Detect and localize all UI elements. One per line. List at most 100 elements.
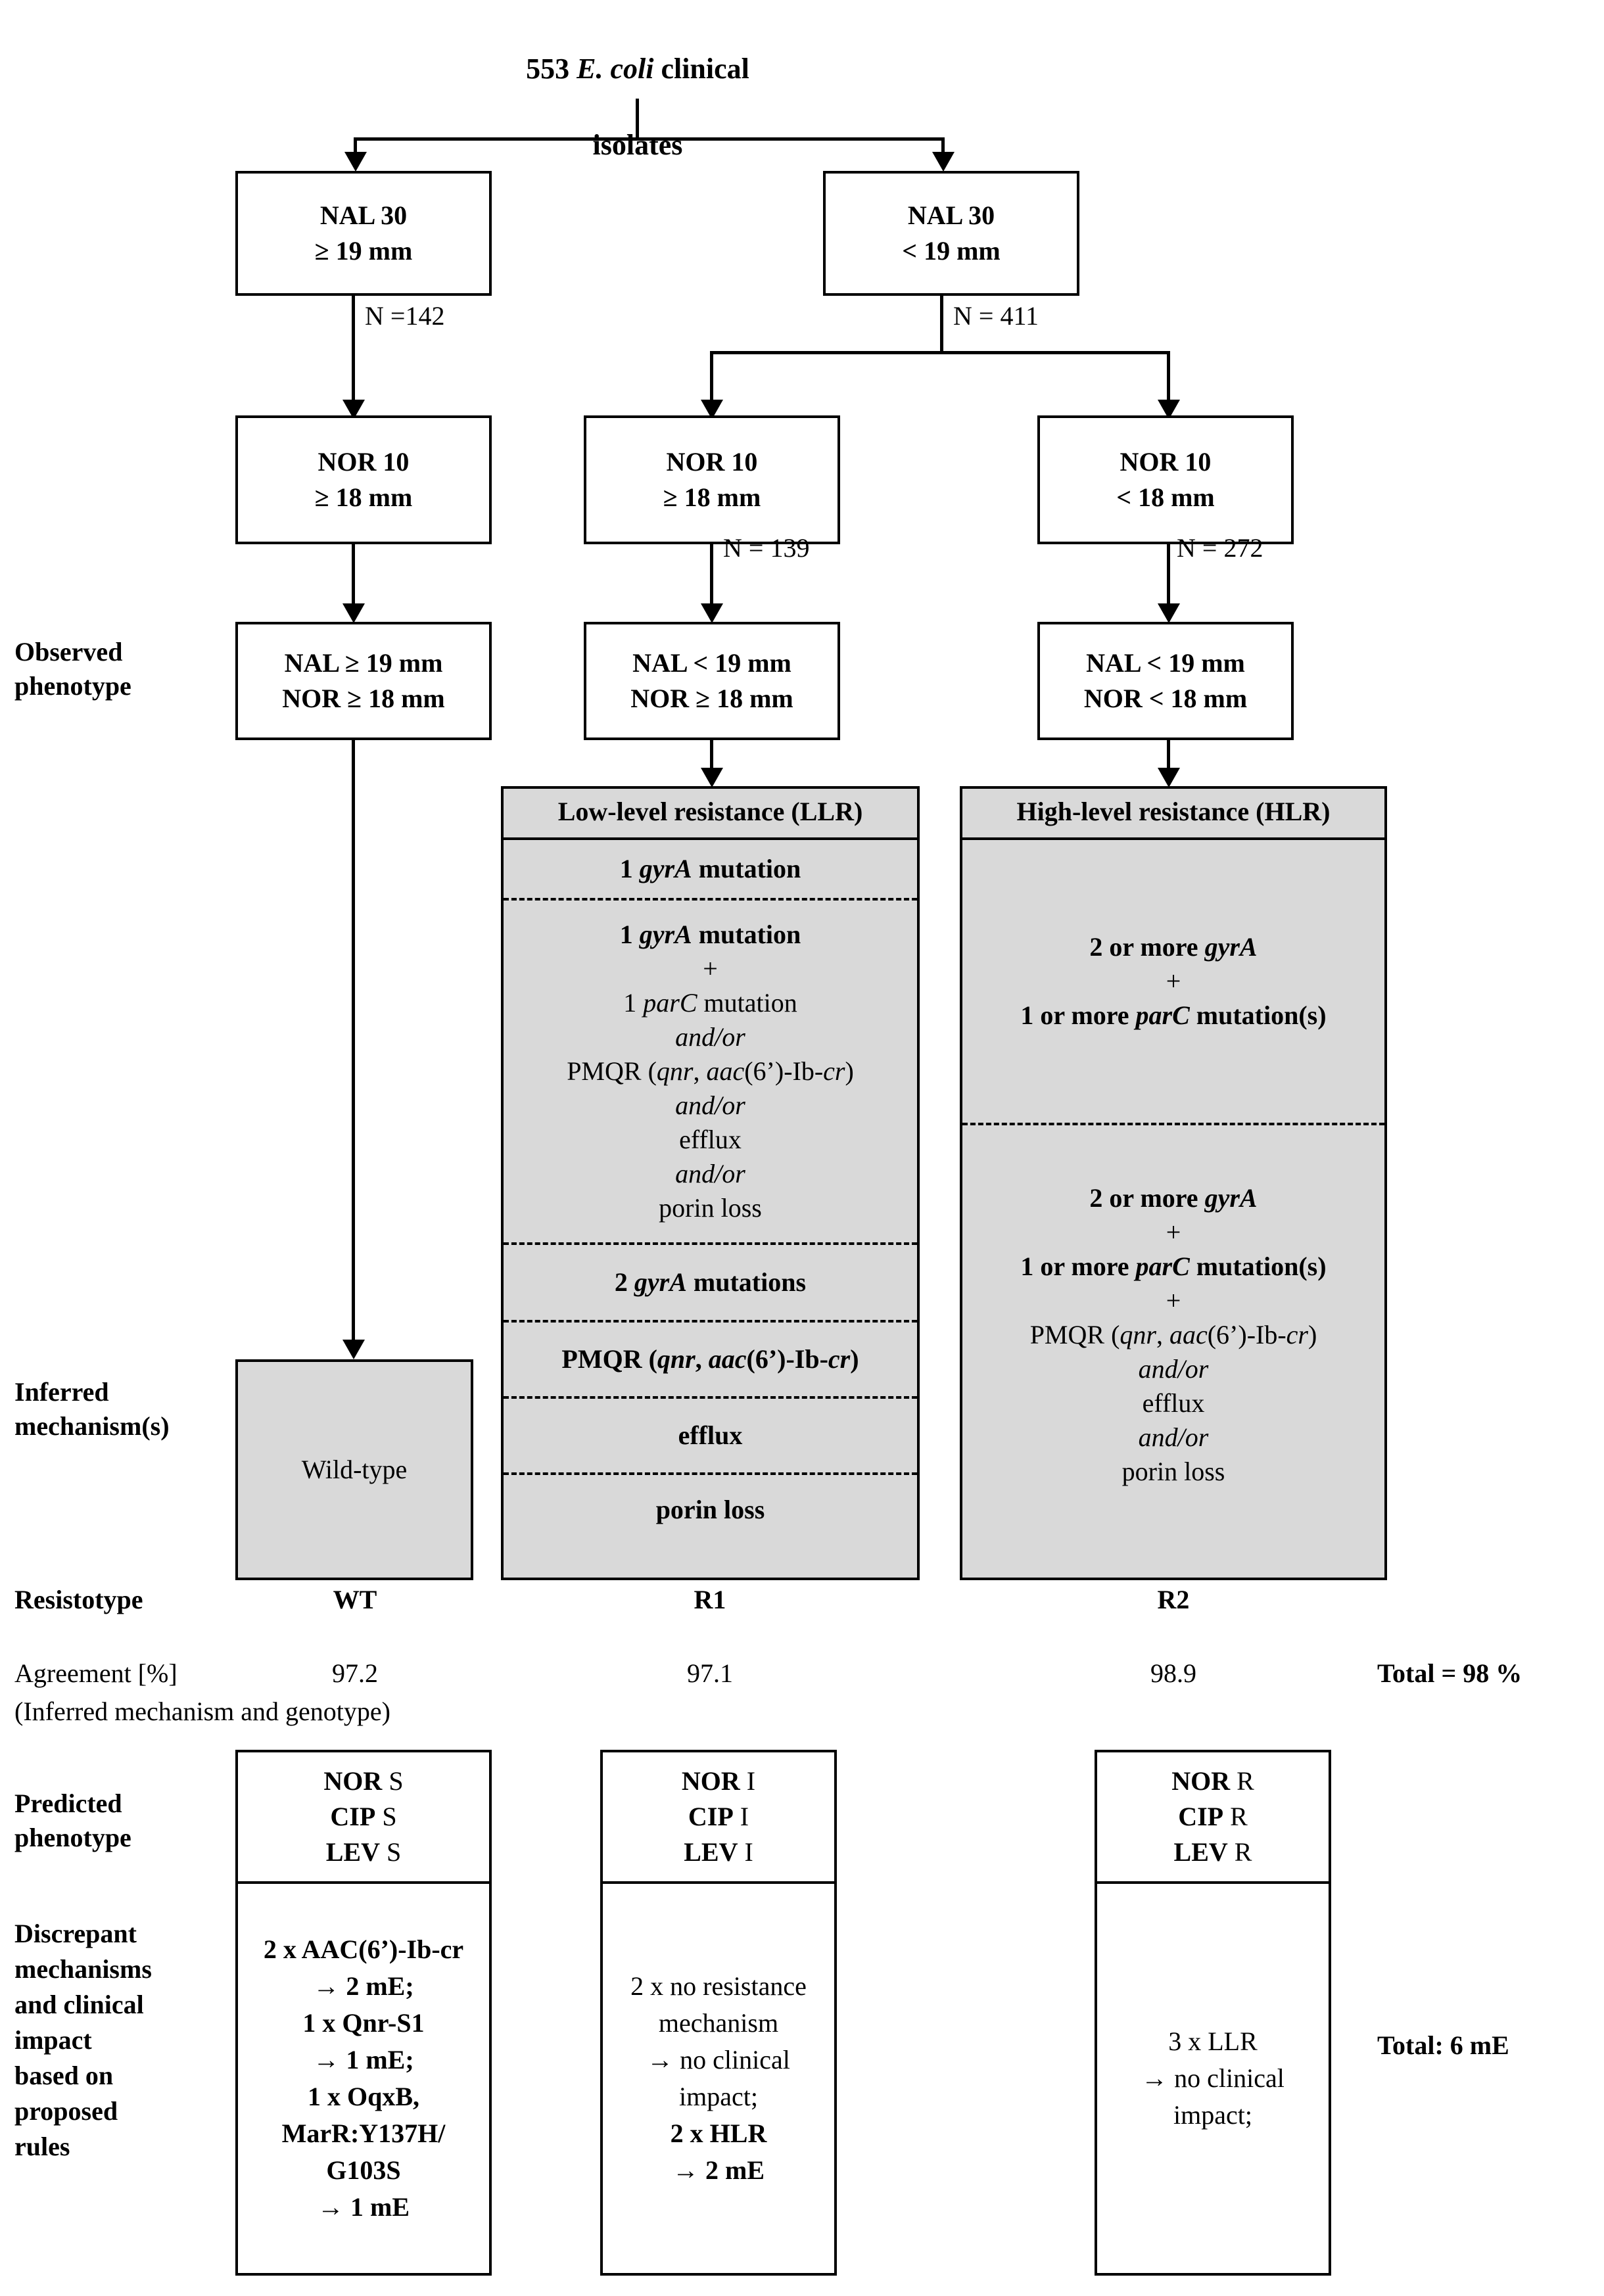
observed-box-1[interactable]: NAL ≥ 19 mm NOR ≥ 18 mm — [235, 622, 492, 740]
discrepant-wt-l1: 2 x AAC(6’)-Ib-cr — [263, 1934, 464, 1964]
row-label-agreement: Agreement [%] — [14, 1658, 177, 1688]
pp-r1-lev-drug: LEV — [684, 1837, 738, 1867]
predicted-phenotype-wt: NOR S CIP S LEV S — [238, 1752, 489, 1884]
hlr-seg2-efflux: efflux — [1142, 1388, 1205, 1418]
hlr-segment-1: 2 or more gyrA + 1 or more parC mutation… — [962, 840, 1384, 1123]
hlr-seg2-andor-1: and/or — [1138, 1354, 1209, 1384]
hlr-seg1-gyra: 2 or more gyrA — [1089, 932, 1258, 962]
title-line1: 553 E. coli clinical — [526, 53, 749, 85]
nor-2-drug: NOR 10 — [666, 447, 758, 477]
llr-seg2-porin: porin loss — [659, 1193, 762, 1223]
pp-r2-cip-val: R — [1230, 1802, 1248, 1831]
observed-2-nor: NOR ≥ 18 mm — [630, 684, 793, 713]
connector-observed3-down — [1167, 740, 1170, 774]
nal-box-left[interactable]: NAL 30 ≥ 19 mm — [235, 171, 492, 296]
hlr-seg2-plus-1: + — [1166, 1217, 1181, 1247]
nor-box-1[interactable]: NOR 10 ≥ 18 mm — [235, 415, 492, 544]
connector-nor1-down — [352, 544, 355, 610]
llr-seg1-line1: 1 gyrA mutation — [619, 854, 801, 883]
connector-nor-split-left — [710, 351, 713, 406]
agreement-r1: 97.1 — [687, 1658, 733, 1688]
hlr-seg2-parc: 1 or more parC mutation(s) — [1020, 1252, 1327, 1281]
pp-r2-cip-drug: CIP — [1178, 1802, 1224, 1831]
nor-box-3[interactable]: NOR 10 < 18 mm — [1037, 415, 1294, 544]
pp-r2-nor-drug: NOR — [1171, 1766, 1231, 1796]
hlr-seg2-porin: porin loss — [1121, 1457, 1225, 1486]
observed-3-nor: NOR < 18 mm — [1083, 684, 1248, 713]
llr-seg2-line1: 1 gyrA mutation — [619, 920, 801, 949]
wildtype-box[interactable]: Wild-type — [235, 1359, 473, 1580]
llr-seg2-parc: 1 parC mutation — [623, 988, 797, 1018]
pp-r1-nor-drug: NOR — [681, 1766, 740, 1796]
edge-label-n272: N = 272 — [1177, 533, 1263, 563]
hlr-header: High-level resistance (HLR) — [962, 789, 1384, 840]
discrepant-r1-l6: → 2 mE — [672, 2155, 765, 2185]
arrow-to-observed-1 — [342, 603, 365, 623]
llr-seg2-plus: + — [703, 954, 718, 983]
predicted-discrepant-box-r1[interactable]: NOR I CIP I LEV I 2 x no resistance mech… — [600, 1750, 837, 2276]
llr-segment-5: efflux — [504, 1396, 917, 1472]
connector-nor-split-right — [1167, 351, 1170, 406]
hlr-stack[interactable]: High-level resistance (HLR) 2 or more gy… — [960, 786, 1387, 1580]
figure-title: 553 E. coli clinical isolates — [434, 12, 841, 164]
llr-seg6-line1: porin loss — [655, 1495, 765, 1524]
observed-box-3[interactable]: NAL < 19 mm NOR < 18 mm — [1037, 622, 1294, 740]
discrepant-r1-l2: mechanism — [658, 2008, 779, 2038]
predicted-discrepant-box-r2[interactable]: NOR R CIP R LEV R 3 x LLR → no clinical … — [1095, 1750, 1331, 2276]
pp-r2-lev-drug: LEV — [1173, 1837, 1228, 1867]
discrepant-wt-l8: → 1 mE — [318, 2192, 410, 2222]
llr-segment-3: 2 gyrA mutations — [504, 1242, 917, 1320]
llr-seg2-andor-1: and/or — [675, 1022, 745, 1052]
arrow-to-observed-2 — [701, 603, 723, 623]
nal-left-drug: NAL 30 — [319, 200, 408, 230]
pp-wt-cip-drug: CIP — [330, 1802, 376, 1831]
edge-label-n139: N = 139 — [723, 533, 810, 563]
connector-nor3-down — [1167, 544, 1170, 610]
discrepant-r1-l1: 2 x no resistance — [630, 1971, 807, 2001]
nal-box-right[interactable]: NAL 30 < 19 mm — [823, 171, 1079, 296]
llr-seg5-line1: efflux — [678, 1420, 743, 1450]
wildtype-label: Wild-type — [301, 1455, 408, 1484]
agreement-total: Total = 98 % — [1377, 1658, 1522, 1688]
discrepant-r2-l1: 3 x LLR — [1168, 2027, 1258, 2056]
predicted-discrepant-box-wt[interactable]: NOR S CIP S LEV S 2 x AAC(6’)-Ib-cr → 2 … — [235, 1750, 492, 2276]
llr-seg2-efflux: efflux — [679, 1125, 742, 1154]
llr-seg2-pmqr: PMQR (qnr, aac(6’)-Ib-cr) — [567, 1056, 854, 1086]
discrepant-r2-l2: → no clinical — [1141, 2063, 1285, 2093]
nor-1-drug: NOR 10 — [318, 447, 410, 477]
hlr-seg2-plus-2: + — [1166, 1286, 1181, 1315]
discrepant-r1-l3: → no clinical — [647, 2045, 790, 2074]
discrepant-wt-l2: → 2 mE; — [313, 1971, 414, 2001]
connector-root-stem — [636, 99, 639, 139]
observed-box-2[interactable]: NAL < 19 mm NOR ≥ 18 mm — [584, 622, 840, 740]
agreement-wt: 97.2 — [332, 1658, 378, 1688]
connector-observed1-long-down — [352, 740, 355, 1346]
arrow-to-hlr — [1158, 768, 1180, 787]
connector-observed2-down — [710, 740, 713, 774]
discrepant-wt-l5: 1 x OqxB, — [307, 2082, 420, 2111]
nal-right-criterion: < 19 mm — [902, 236, 1001, 266]
nor-3-drug: NOR 10 — [1120, 447, 1212, 477]
discrepant-wt-l6: MarR:Y137H/ — [281, 2119, 446, 2148]
pp-r2-lev-val: R — [1234, 1837, 1252, 1867]
row-label-discrepant: Discrepant mechanisms and clinical impac… — [14, 1919, 152, 2161]
pp-wt-lev-val: S — [387, 1837, 402, 1867]
nor-3-criterion: < 18 mm — [1116, 482, 1215, 512]
nal-left-criterion: ≥ 19 mm — [314, 236, 413, 266]
discrepant-wt-l7: G103S — [326, 2155, 401, 2185]
llr-stack[interactable]: Low-level resistance (LLR) 1 gyrA mutati… — [501, 786, 920, 1580]
discrepant-r1-l5: 2 x HLR — [670, 2119, 767, 2148]
llr-segment-2: 1 gyrA mutation + 1 parC mutation and/or… — [504, 898, 917, 1242]
llr-seg3-line1: 2 gyrA mutations — [614, 1267, 807, 1297]
llr-header: Low-level resistance (LLR) — [504, 789, 917, 840]
arrow-to-llr — [701, 768, 723, 787]
pp-wt-nor-drug: NOR — [323, 1766, 383, 1796]
observed-2-nal: NAL < 19 mm — [632, 648, 791, 678]
nor-box-2[interactable]: NOR 10 ≥ 18 mm — [584, 415, 840, 544]
discrepant-total: Total: 6 mE — [1377, 2030, 1509, 2060]
discrepant-wt: 2 x AAC(6’)-Ib-cr → 2 mE; 1 x Qnr-S1 → 1… — [238, 1884, 489, 2273]
observed-1-nor: NOR ≥ 18 mm — [282, 684, 445, 713]
arrow-to-observed-3 — [1158, 603, 1180, 623]
pp-r1-nor-val: I — [746, 1766, 756, 1796]
row-label-observed-phenotype: Observed phenotype — [14, 637, 131, 701]
